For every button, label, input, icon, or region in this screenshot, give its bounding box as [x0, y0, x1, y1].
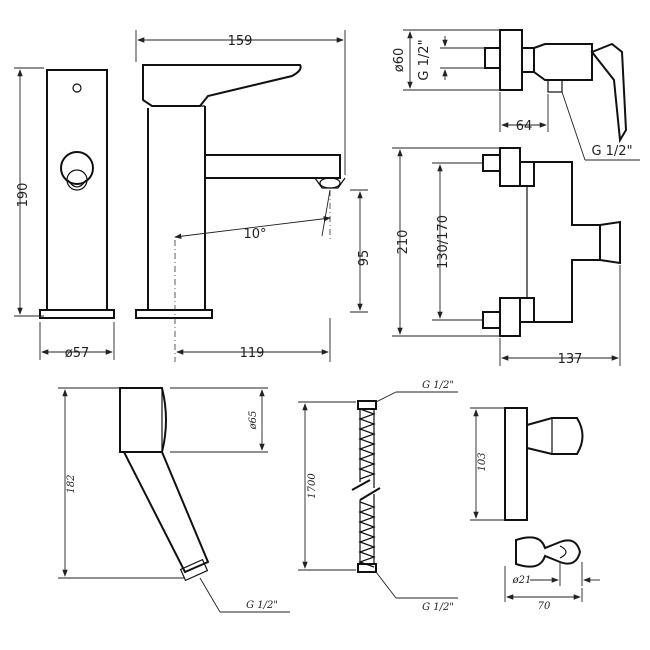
dim-basin-spout-height: 95	[350, 189, 372, 313]
shower-mixer-front-view	[482, 147, 621, 337]
basin-mixer-front-view	[39, 69, 115, 319]
dim-basin-height: 190	[14, 67, 44, 317]
basin-height-label: 190	[16, 183, 31, 208]
basin-mixer-side-view	[135, 64, 346, 319]
dim-basin-base: ø57	[39, 322, 115, 361]
dim-basin-reach: 119	[174, 240, 331, 362]
dim-shower-offset: 64 G 1/2"	[499, 91, 640, 161]
dim-hand-shower-head: ø65	[170, 387, 268, 453]
dim-shower-centers: 130/170	[432, 162, 483, 321]
shower-thread-top-label: G 1/2"	[417, 39, 432, 80]
shower-depth-label: 137	[558, 352, 583, 367]
dim-shower-dia: ø60 G 1/2"	[392, 29, 500, 91]
shower-mixer-top-view	[484, 29, 628, 144]
holder-height-label: 103	[477, 452, 488, 471]
dim-hose-length: 1700 G 1/2" G 1/2"	[298, 380, 458, 613]
hand-shower-thread-label: G 1/2"	[246, 600, 278, 611]
hose-thread-top-label: G 1/2"	[422, 380, 454, 391]
hose-view	[351, 400, 381, 573]
dim-shower-depth: 137	[499, 265, 621, 367]
dim-holder-height: 103	[470, 407, 505, 521]
hose-thread-bottom-label: G 1/2"	[422, 602, 454, 613]
hand-shower-length-label: 182	[66, 474, 77, 493]
basin-base-dia-label: ø57	[65, 346, 90, 361]
basin-angle-label: 10°	[243, 227, 266, 242]
dim-shower-height: 210	[392, 147, 500, 337]
hand-shower-head-label: ø65	[248, 411, 259, 431]
shower-thread-bottom-label: G 1/2"	[591, 144, 632, 159]
dim-holder-dia: ø21	[512, 562, 600, 586]
shower-centers-label: 130/170	[436, 215, 451, 269]
holder-front-view	[515, 536, 582, 568]
dim-basin-angle: 10°	[174, 189, 331, 242]
holder-side-view	[504, 407, 584, 521]
shower-height-label: 210	[396, 230, 411, 255]
dim-hand-shower-length: 182	[58, 387, 185, 579]
hand-shower-view	[119, 387, 210, 582]
basin-spout-height-label: 95	[357, 250, 372, 267]
dim-hand-shower-thread: G 1/2"	[199, 577, 290, 613]
holder-dia-label: ø21	[512, 575, 532, 586]
shower-offset-label: 64	[516, 119, 533, 134]
dim-holder-width: 70	[504, 566, 583, 612]
basin-width-label: 159	[228, 34, 253, 49]
basin-reach-label: 119	[240, 346, 265, 361]
dim-basin-width: 159	[135, 30, 346, 175]
holder-width-label: 70	[538, 601, 551, 612]
shower-dia-label: ø60	[392, 48, 407, 73]
hose-length-label: 1700	[307, 473, 318, 499]
